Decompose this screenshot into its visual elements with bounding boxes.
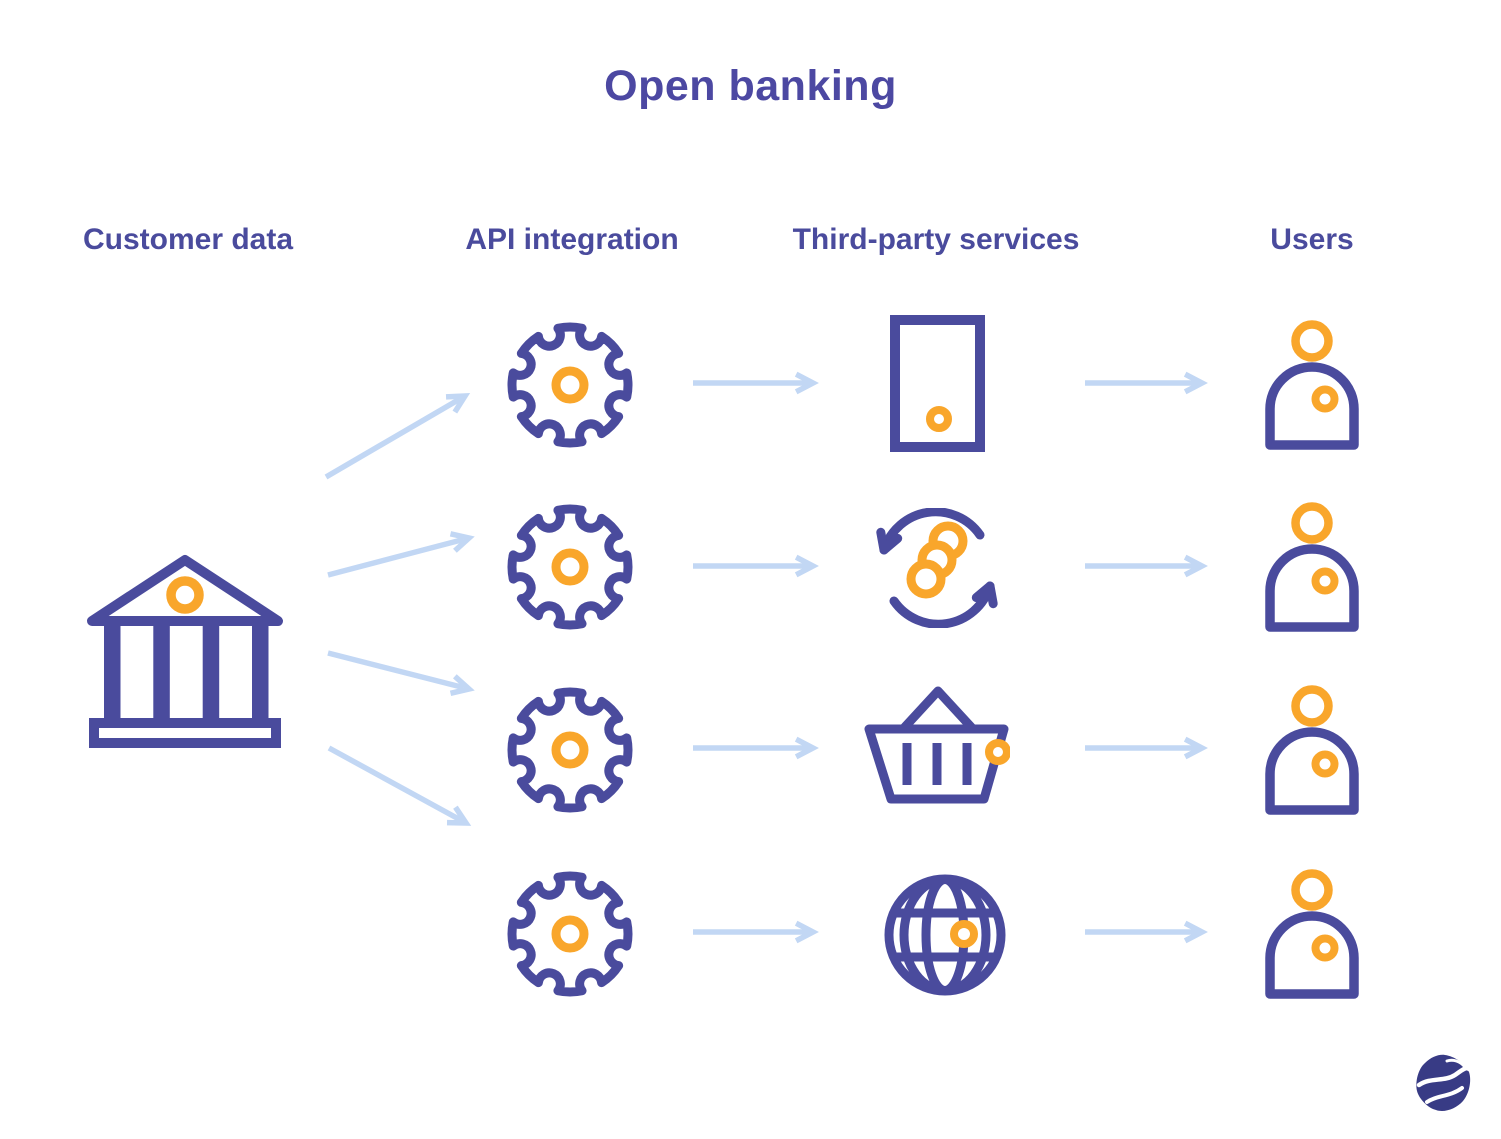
smartphone-icon (890, 315, 985, 452)
column-header-api-integration: API integration (465, 223, 679, 256)
gear-icon (507, 687, 633, 813)
globe-icon (884, 874, 1006, 996)
column-header-users: Users (1270, 223, 1354, 256)
gear-icon (507, 504, 633, 630)
page-title: Open banking (604, 62, 897, 110)
bank-icon (87, 555, 283, 748)
user-icon (1265, 502, 1359, 632)
user-icon (1265, 869, 1359, 999)
column-header-customer-data: Customer data (82, 223, 294, 256)
gear-icon (507, 871, 633, 997)
shopping-basket-icon (864, 686, 1010, 804)
column-header-third-party-services: Third-party services (792, 223, 1080, 256)
gear-icon (507, 322, 633, 448)
brand-logo-icon (1416, 1054, 1472, 1111)
user-icon (1265, 685, 1359, 815)
user-icon (1265, 320, 1359, 450)
currency-exchange-icon (876, 508, 998, 628)
